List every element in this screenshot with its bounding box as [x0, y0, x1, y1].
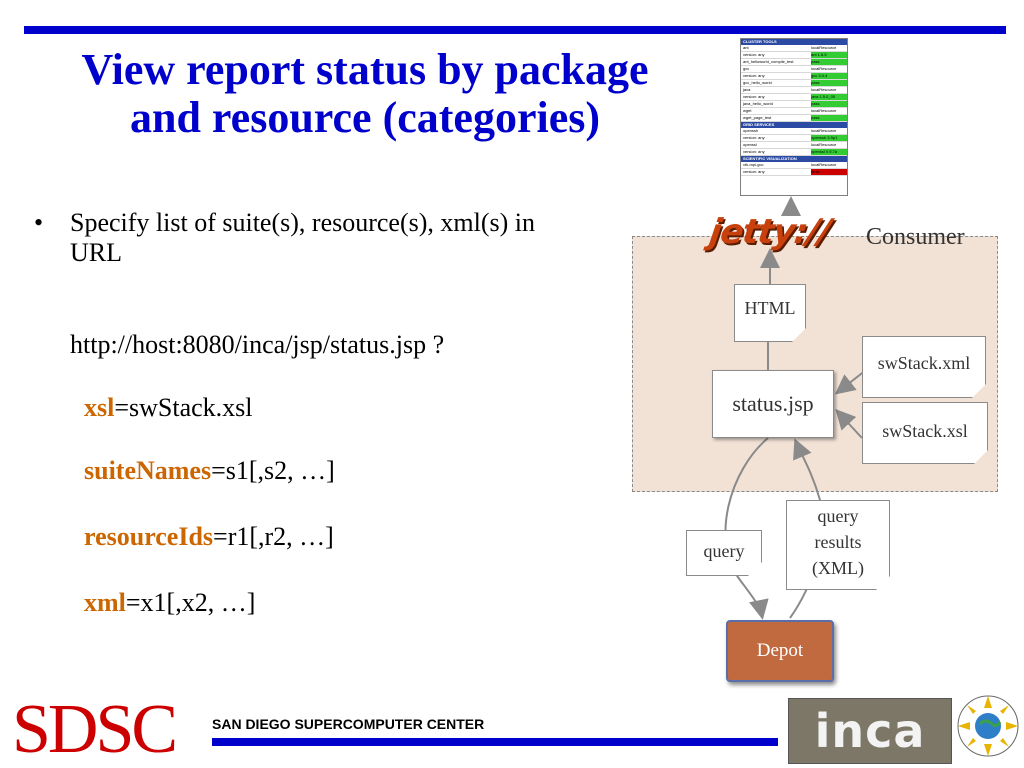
title-line-1: View report status by package	[81, 45, 649, 94]
thumbnail-cell: pass	[811, 101, 847, 107]
param-key: resourceIds	[84, 522, 214, 551]
param-resource-ids: resourceIds=r1[,r2, …]	[84, 522, 334, 552]
param-value: =x1[,x2, …]	[125, 588, 256, 617]
inca-logo: inca	[788, 698, 952, 764]
query-results-line-3: (XML)	[812, 558, 864, 578]
thumbnail-cell: localResource	[811, 128, 837, 133]
thumbnail-cell: version: any	[743, 149, 765, 154]
thumbnail-cell: vtk-mpi-gcc	[743, 162, 764, 167]
query-document: query	[686, 530, 762, 576]
sdsc-logo: SDSC	[12, 691, 178, 768]
thumbnail-section-header: SCIENTIFIC VISUALIZATION	[741, 156, 847, 162]
thumbnail-row: ant localResource	[741, 45, 847, 52]
thumbnail-section-header: GRID SERVICES	[741, 122, 847, 128]
swstack-xsl-document: swStack.xsl	[862, 402, 988, 464]
arrow-query-to-depot	[724, 437, 769, 620]
thumbnail-cell: openssh	[743, 128, 759, 133]
nsf-seal-icon	[957, 695, 1019, 757]
thumbnail-row: gcc_hello_world pass	[741, 80, 847, 87]
html-document-label: HTML	[744, 298, 796, 318]
param-key: xsl	[84, 393, 115, 422]
arrow-xsl-to-status	[835, 409, 863, 439]
swstack-xml-label: swStack.xml	[877, 353, 971, 373]
thumbnail-row: ant_helloworld_compile_test pass	[741, 59, 847, 66]
thumbnail-cell: ant 1.6.5	[811, 52, 847, 58]
thumbnail-cell: wget	[743, 108, 752, 113]
thumbnail-cell: openssl 0.9.7a	[811, 149, 847, 155]
thumbnail-row: openssh localResource	[741, 128, 847, 135]
thumbnail-section-header: CLUSTER TOOLS	[741, 39, 847, 45]
thumbnail-row: java_hello_world pass	[741, 101, 847, 108]
thumbnail-row: openssl localResource	[741, 142, 847, 149]
thumbnail-cell: gcc_hello_world	[743, 80, 772, 85]
thumbnail-cell: version: any	[743, 73, 765, 78]
thumbnail-row: version: any java 1.5.0_05	[741, 94, 847, 101]
query-results-line-2: results	[814, 532, 862, 552]
thumbnail-cell: java 1.5.0_05	[811, 94, 847, 100]
thumbnail-row: version: any ant 1.6.5	[741, 52, 847, 59]
thumbnail-cell: localResource	[811, 162, 837, 167]
status-jsp-box: status.jsp	[712, 370, 834, 438]
thumbnail-cell: wget_page_test	[743, 115, 772, 120]
param-suite-names: suiteNames=s1[,s2, …]	[84, 456, 335, 486]
footer-rule	[212, 738, 778, 746]
depot-box: Depot	[726, 620, 834, 682]
consumer-label: Consumer	[866, 224, 965, 250]
thumbnail-cell: openssl	[743, 142, 757, 147]
thumbnail-cell: version: any	[743, 52, 765, 57]
thumbnail-cell: ant	[743, 45, 749, 50]
thumbnail-row: java localResource	[741, 87, 847, 94]
thumbnail-cell: version: any	[743, 94, 765, 99]
param-xml: xml=x1[,x2, …]	[84, 588, 255, 618]
query-document-label: query	[703, 541, 745, 561]
bullet-dot-icon: •	[34, 208, 44, 237]
arrow-xml-to-status	[834, 369, 867, 395]
thumbnail-cell: pass	[811, 59, 847, 65]
depot-label: Depot	[756, 640, 804, 661]
title-line-2: and resource (categories)	[129, 93, 600, 142]
thumbnail-cell: version: any	[743, 135, 765, 140]
thumbnail-cell: pass	[811, 80, 847, 86]
param-key: suiteNames	[84, 456, 212, 485]
thumbnail-cell: localResource	[811, 87, 837, 92]
thumbnail-cell: pass	[811, 115, 847, 121]
param-xsl: xsl=swStack.xsl	[84, 393, 253, 423]
query-results-document: query results (XML)	[786, 500, 890, 590]
thumbnail-cell: java_hello_world	[743, 101, 773, 106]
bullet-text: Specify list of suite(s), resource(s), x…	[70, 208, 536, 267]
thumbnail-row: vtk-mpi-gcc localResource	[741, 162, 847, 169]
param-value: =s1[,s2, …]	[211, 456, 335, 485]
query-results-line-1: query	[817, 506, 859, 526]
example-url: http://host:8080/inca/jsp/status.jsp ?	[70, 330, 445, 359]
thumbnail-cell: gcc 3.4.4	[811, 73, 847, 79]
thumbnail-row: gcc localResource	[741, 66, 847, 73]
thumbnail-cell: error	[811, 169, 847, 175]
swstack-xsl-label: swStack.xsl	[882, 421, 968, 441]
thumbnail-cell: openssh 3.9p1	[811, 135, 847, 141]
thumbnail-cell: localResource	[811, 66, 837, 71]
thumbnail-row: wget localResource	[741, 108, 847, 115]
top-rule	[24, 26, 1006, 34]
param-key: xml	[84, 588, 126, 617]
thumbnail-row: version: any error	[741, 169, 847, 176]
html-document: HTML	[734, 284, 806, 342]
thumbnail-cell: version: any	[743, 169, 765, 174]
swstack-xml-document: swStack.xml	[862, 336, 986, 398]
status-jsp-label: status.jsp	[732, 391, 814, 416]
thumbnail-row: version: any openssh 3.9p1	[741, 135, 847, 142]
thumbnail-cell: gcc	[743, 66, 750, 71]
sdsc-full-name: SAN DIEGO SUPERCOMPUTER CENTER	[212, 716, 485, 732]
thumbnail-row: version: any openssl 0.9.7a	[741, 149, 847, 156]
param-value: =swStack.xsl	[114, 393, 253, 422]
slide-title: View report status by package and resour…	[20, 46, 710, 142]
thumbnail-cell: localResource	[811, 142, 837, 147]
thumbnail-cell: localResource	[811, 108, 837, 113]
thumbnail-row: version: any gcc 3.4.4	[741, 73, 847, 80]
thumbnail-cell: java	[743, 87, 751, 92]
thumbnail-cell: ant_helloworld_compile_test	[743, 59, 794, 64]
thumbnail-row: wget_page_test pass	[741, 115, 847, 122]
param-value: =r1[,r2, …]	[213, 522, 334, 551]
thumbnail-cell: localResource	[811, 45, 837, 50]
